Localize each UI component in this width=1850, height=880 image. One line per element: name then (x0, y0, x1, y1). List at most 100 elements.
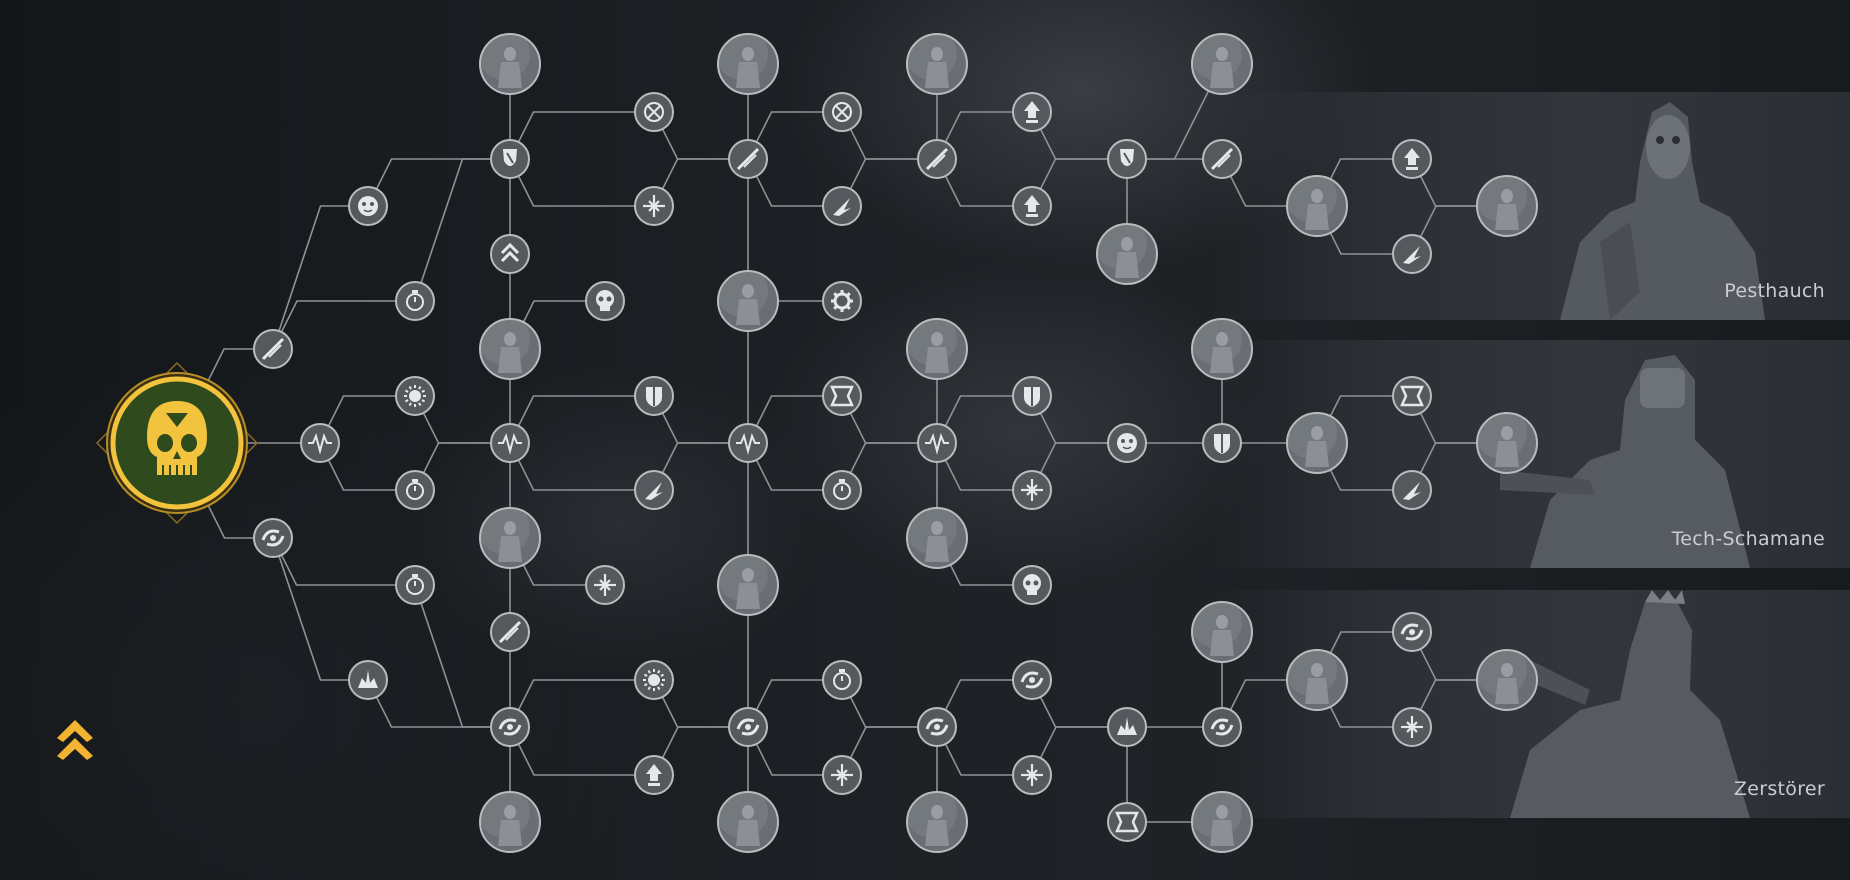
skill-node[interactable] (1202, 423, 1242, 463)
major-skill-node[interactable] (716, 549, 779, 616)
major-skill-node[interactable] (716, 786, 779, 853)
major-skill-node[interactable] (716, 265, 779, 332)
swirl-icon (1210, 718, 1234, 736)
sun-icon (643, 669, 665, 691)
skill-node[interactable] (822, 755, 862, 795)
major-skill-node[interactable] (905, 28, 968, 95)
target-icon (832, 102, 852, 122)
skill-node[interactable] (1012, 660, 1052, 700)
major-skill-node[interactable] (1285, 170, 1348, 237)
skull-icon (596, 290, 614, 311)
skill-node[interactable] (634, 660, 674, 700)
portrait-figure-icon (925, 805, 949, 846)
skill-node[interactable] (917, 707, 957, 747)
skill-node[interactable] (395, 565, 435, 605)
skill-node[interactable] (634, 186, 674, 226)
major-skill-node[interactable] (478, 786, 541, 853)
skill-node[interactable] (1202, 707, 1242, 747)
portrait-figure-icon (498, 521, 522, 562)
skill-node[interactable] (490, 707, 530, 747)
skill-node[interactable] (395, 281, 435, 321)
skull-emblem-icon[interactable] (95, 361, 259, 525)
skill-node[interactable] (822, 92, 862, 132)
major-skill-node[interactable] (1190, 786, 1253, 853)
skill-node[interactable] (917, 423, 957, 463)
skill-node[interactable] (490, 234, 530, 274)
skill-node[interactable] (1392, 470, 1432, 510)
skill-node[interactable] (1392, 612, 1432, 652)
blades-icon (925, 147, 949, 171)
major-skill-node[interactable] (1285, 407, 1348, 474)
skill-node[interactable] (1392, 376, 1432, 416)
major-skill-node[interactable] (716, 28, 779, 95)
skill-node[interactable] (1012, 376, 1052, 416)
skill-node[interactable] (585, 565, 625, 605)
skill-node[interactable] (490, 612, 530, 652)
skill-node[interactable] (348, 660, 388, 700)
major-skill-node[interactable] (905, 786, 968, 853)
portrait-figure-icon (1305, 189, 1329, 230)
pesthauch-portrait (1560, 102, 1765, 320)
major-skill-node[interactable] (1095, 218, 1158, 285)
major-skill-node[interactable] (905, 313, 968, 380)
skill-node[interactable] (1012, 755, 1052, 795)
portrait-figure-icon (498, 805, 522, 846)
skill-node[interactable] (728, 139, 768, 179)
skill-node[interactable] (1392, 707, 1432, 747)
major-skill-node[interactable] (478, 313, 541, 380)
skill-node[interactable] (253, 518, 293, 558)
specialization-label: Tech-Schamane (1671, 528, 1825, 550)
skill-node[interactable] (822, 660, 862, 700)
skill-node[interactable] (728, 707, 768, 747)
sun-icon (404, 385, 426, 407)
skill-node[interactable] (1392, 234, 1432, 274)
blades-icon (736, 147, 760, 171)
major-skill-node[interactable] (1190, 313, 1253, 380)
skill-node[interactable] (1202, 139, 1242, 179)
skill-node[interactable] (490, 423, 530, 463)
major-skill-node[interactable] (1190, 596, 1253, 663)
pulse-icon (925, 432, 949, 455)
skill-node[interactable] (1107, 707, 1147, 747)
slash-icon (645, 482, 663, 500)
skill-node[interactable] (1012, 92, 1052, 132)
portrait-figure-icon (1210, 805, 1234, 846)
major-skill-node[interactable] (478, 502, 541, 569)
skill-node[interactable] (1107, 139, 1147, 179)
skill-node[interactable] (1107, 423, 1147, 463)
major-skill-node[interactable] (1190, 28, 1253, 95)
skill-node[interactable] (822, 470, 862, 510)
skill-node[interactable] (395, 470, 435, 510)
skill-node[interactable] (348, 186, 388, 226)
major-skill-node[interactable] (478, 28, 541, 95)
skill-node[interactable] (1012, 565, 1052, 605)
skill-node[interactable] (634, 92, 674, 132)
arrowup-icon (646, 764, 662, 786)
skill-node[interactable] (585, 281, 625, 321)
skill-node[interactable] (1012, 186, 1052, 226)
major-skill-node[interactable] (1475, 644, 1538, 711)
skill-node[interactable] (822, 376, 862, 416)
skill-node[interactable] (1107, 802, 1147, 842)
skill-node[interactable] (634, 376, 674, 416)
skill-node[interactable] (822, 281, 862, 321)
skill-node[interactable] (634, 470, 674, 510)
connection-line (367, 679, 510, 728)
major-skill-node[interactable] (1475, 170, 1538, 237)
skill-node[interactable] (395, 376, 435, 416)
major-skill-node[interactable] (905, 502, 968, 569)
skill-node[interactable] (728, 423, 768, 463)
skill-node[interactable] (1012, 470, 1052, 510)
skill-node[interactable] (490, 139, 530, 179)
portrait-figure-icon (1305, 426, 1329, 467)
skill-node[interactable] (634, 755, 674, 795)
timer-icon (406, 479, 424, 500)
skill-node[interactable] (822, 186, 862, 226)
major-skill-node[interactable] (1475, 407, 1538, 474)
skill-node[interactable] (300, 423, 340, 463)
major-skill-node[interactable] (1285, 644, 1348, 711)
connection-line (272, 205, 368, 350)
skill-node[interactable] (1392, 139, 1432, 179)
skill-node[interactable] (917, 139, 957, 179)
skill-node[interactable] (253, 329, 293, 369)
